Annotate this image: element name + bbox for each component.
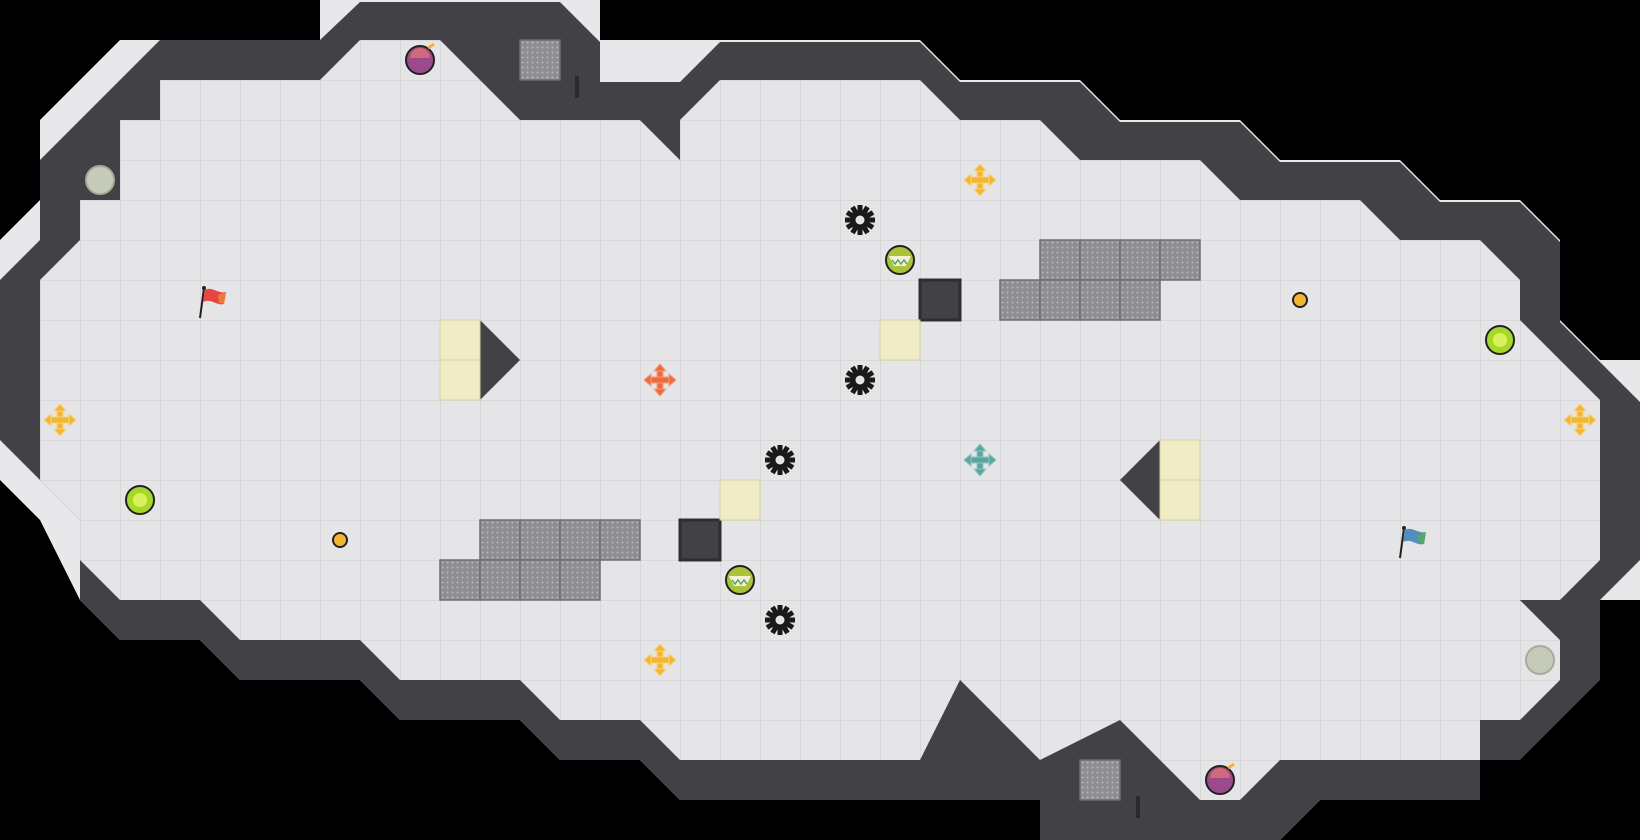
speed-tiles <box>439 39 1201 801</box>
floor <box>40 40 1600 800</box>
jukejuice-icon <box>885 245 915 275</box>
wall-notch <box>1520 600 1560 640</box>
powerup-icon <box>1485 325 1515 355</box>
red-flag-icon <box>199 286 226 319</box>
wall-triangle <box>480 320 520 400</box>
boost-icon <box>963 163 997 197</box>
portal-icon <box>85 165 115 195</box>
spike-icon <box>765 445 795 475</box>
button-icon <box>332 532 348 548</box>
bomb-icon <box>1205 762 1235 795</box>
boost-icon <box>43 403 77 437</box>
wall-slit <box>575 76 579 98</box>
spike-icon <box>845 365 875 395</box>
button-icon <box>1292 292 1308 308</box>
blue-boost-icon <box>963 443 997 477</box>
portal-icon <box>1525 645 1555 675</box>
wall-triangle <box>1120 440 1160 520</box>
jukejuice-icon <box>725 565 755 595</box>
wall-block <box>678 518 722 562</box>
blue-flag-icon <box>1399 526 1426 559</box>
wall-slit <box>1136 796 1140 818</box>
powerup-icon <box>125 485 155 515</box>
wall-block <box>918 278 962 322</box>
boost-icon <box>643 643 677 677</box>
bomb-icon <box>405 42 435 75</box>
boost-icon <box>1563 403 1597 437</box>
wall-notch <box>640 120 680 160</box>
red-boost-icon <box>643 363 677 397</box>
spike-icon <box>765 605 795 635</box>
gate-tiles <box>439 319 1201 521</box>
spike-icon <box>845 205 875 235</box>
wall-notch <box>960 680 1000 720</box>
